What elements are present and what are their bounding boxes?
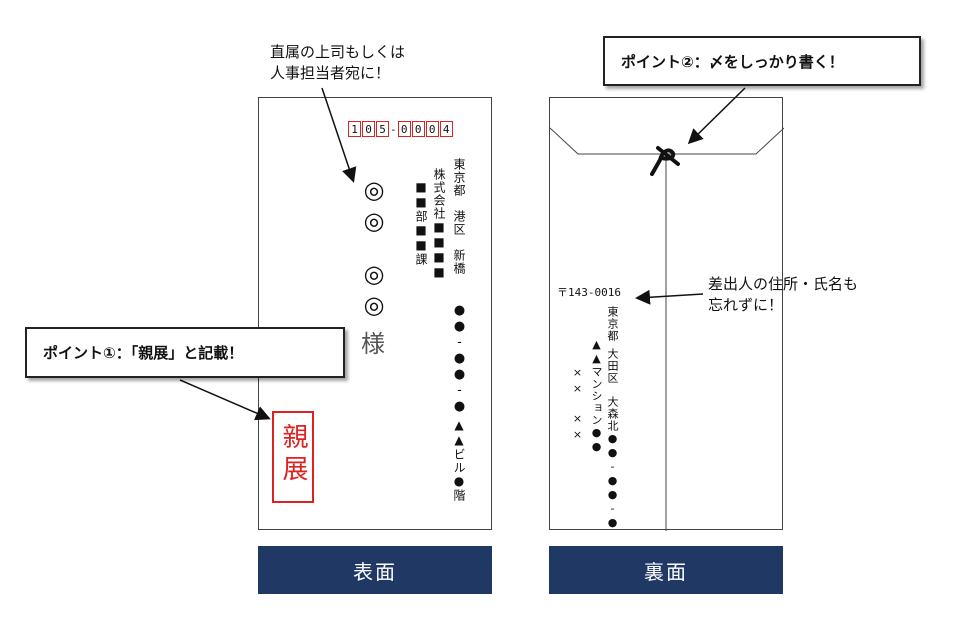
back-envelope: 〒143-0016 東京都 大田区 大森北●●-●●-● ▲▲マンション●● ×… — [549, 97, 784, 531]
point1-text: ポイント①：「親展」と記載！ — [43, 344, 244, 362]
confidential-stamp: 親展 — [272, 411, 314, 503]
front-postal-code: 1 0 5 - 0 0 0 4 — [348, 121, 454, 137]
seal-mark-icon — [650, 146, 680, 176]
back-address-line-2: 大田区 大森北●●-●●-● — [606, 348, 619, 530]
front-department: ■■部■■課 — [414, 180, 428, 266]
front-company: 株式会社■■■■ — [432, 168, 446, 280]
honorific-sama: 様 — [361, 330, 385, 358]
zip-digit: 0 — [411, 121, 425, 137]
point1-arrow — [179, 379, 271, 421]
point2-callout: ポイント②：〆をしっかり書く！ — [603, 36, 921, 86]
front-label: 表面 — [258, 546, 492, 594]
zip-digit: 1 — [348, 121, 361, 137]
zip-digit: 0 — [397, 121, 411, 137]
front-envelope: 1 0 5 - 0 0 0 4 東京都 港区 新橋 ●●-●●-● ▲▲ビル●階… — [258, 97, 492, 530]
back-postal-code: 〒143-0016 — [557, 286, 621, 299]
point2-text: ポイント②：〆をしっかり書く！ — [621, 52, 844, 71]
front-address-line-2: ●●-●●-● — [452, 303, 467, 415]
zip-digit: 0 — [425, 121, 439, 137]
back-address-line-3: ▲▲マンション●● — [590, 338, 603, 454]
zip-digit: 5 — [376, 121, 389, 137]
sender-note: 差出人の住所・氏名も 忘れずに！ — [708, 275, 859, 314]
front-address-line-1: 東京都 港区 新橋 — [452, 158, 466, 275]
zip-digit: 0 — [362, 121, 375, 137]
back-sender-name: ×× ×× — [571, 366, 584, 444]
front-address-line-3: ▲▲ビル●階 — [452, 418, 466, 502]
addressee-name-marks: ◎◎ — [360, 176, 388, 238]
zip-dash: - — [390, 122, 397, 136]
back-address-line-1: 東京都 — [606, 306, 619, 342]
addressee-note: 直属の上司もしくは 人事担当者宛に！ — [270, 43, 406, 82]
point1-callout: ポイント①：「親展」と記載！ — [25, 327, 345, 378]
back-label: 裏面 — [549, 546, 783, 594]
addressee-name-marks-2: ◎◎ — [360, 260, 388, 322]
zip-digit: 4 — [439, 121, 453, 137]
confidential-text: 親展 — [278, 423, 308, 487]
